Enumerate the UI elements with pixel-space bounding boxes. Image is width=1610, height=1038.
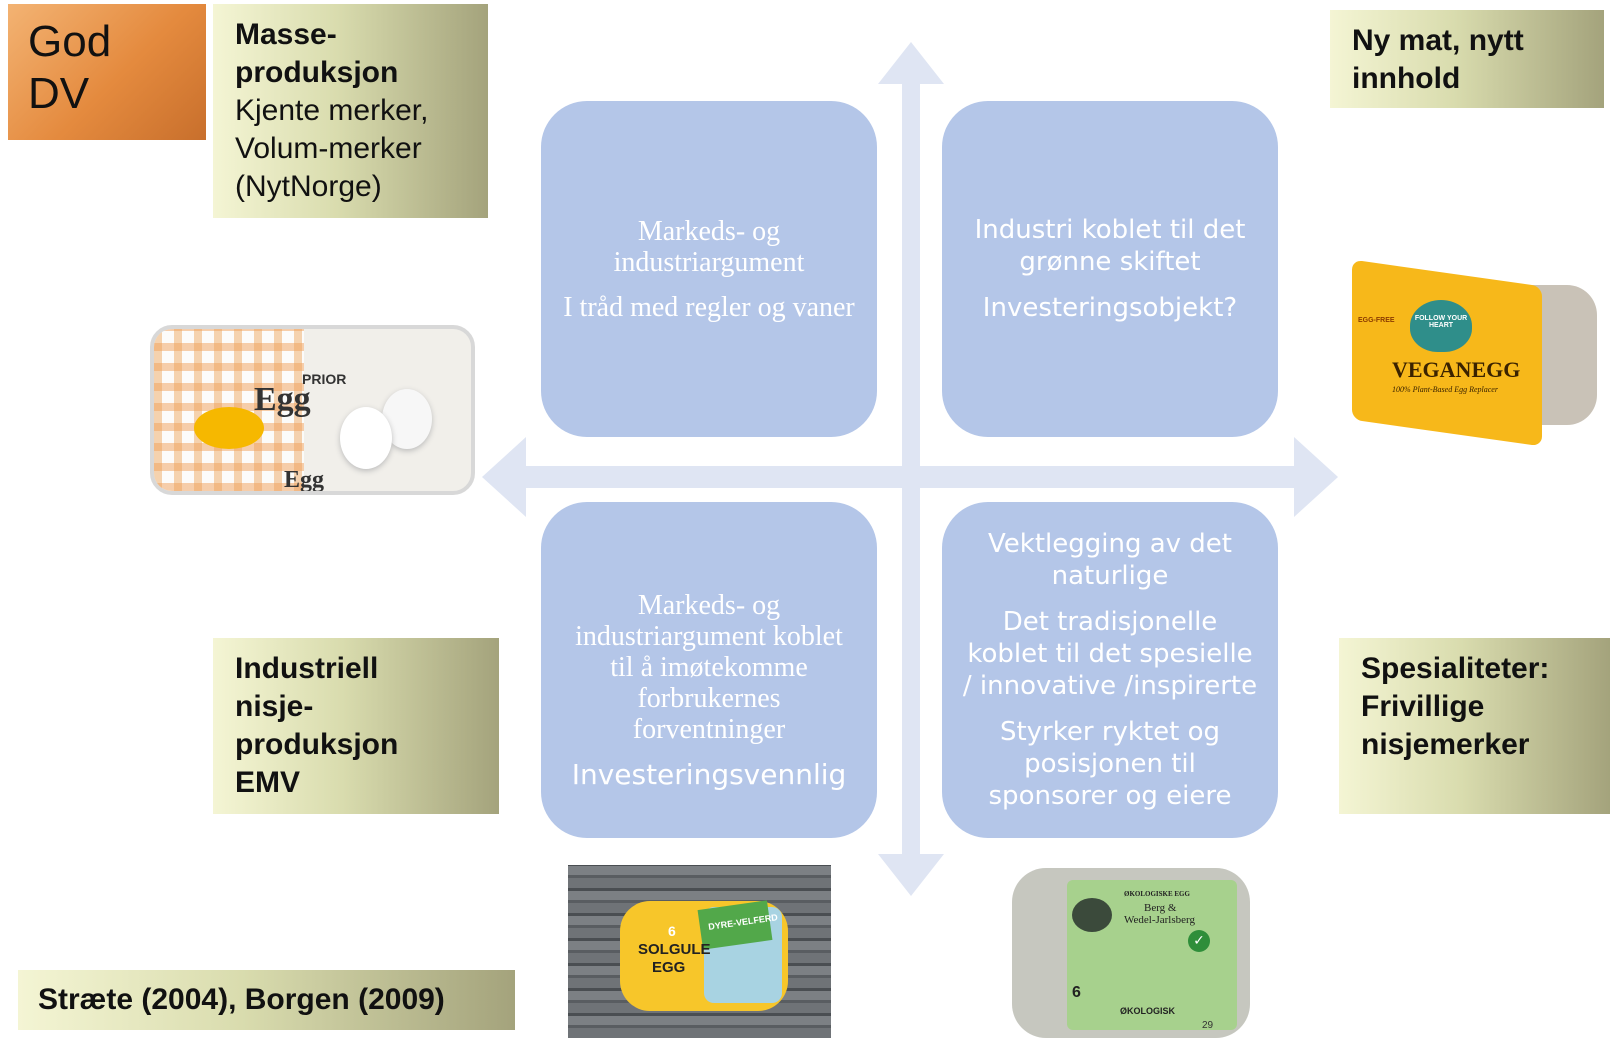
- axis-arrows: [482, 42, 1338, 896]
- prior-egg-name-bottom: Egg: [284, 467, 325, 493]
- new-food-label: Ny mat, nytt innhold: [1330, 10, 1604, 108]
- veganegg-carton-image: FOLLOW YOUR HEART EGG-FREE VEGANEGG 100%…: [1352, 255, 1597, 447]
- label-line: nisjemerker: [1361, 728, 1530, 761]
- organic-farm-1: Berg &: [1144, 902, 1177, 914]
- label-line: produksjon: [235, 728, 399, 761]
- label-line: Volum-merker: [235, 132, 422, 165]
- badge-line-1: God: [28, 17, 112, 66]
- specialties-label: Spesialiteter: Frivillige nisjemerker: [1339, 638, 1610, 814]
- solgule-count: 6: [668, 923, 676, 939]
- quadrant-text: Markeds- og industriargument: [613, 215, 805, 278]
- badge-line-2: DV: [28, 69, 90, 118]
- label-line: Spesialiteter:: [1361, 652, 1550, 685]
- label-line: nisje-: [235, 690, 314, 723]
- prior-egg-name: Egg: [254, 381, 311, 418]
- quadrant-text: Det tradisjonelle koblet til det spesiel…: [962, 607, 1258, 701]
- vegan-sub: 100% Plant-Based Egg Replacer: [1392, 385, 1498, 394]
- prior-egg-carton-image: PRIOR Egg Egg: [150, 325, 475, 495]
- organic-count: 6: [1072, 984, 1081, 1001]
- checkmark-icon: ✓: [1188, 930, 1210, 952]
- label-line: produksjon: [235, 56, 399, 89]
- label-line: Ny mat, nytt: [1352, 24, 1524, 57]
- label-line: Kjente merker,: [235, 94, 429, 127]
- label-line: (NytNorge): [235, 170, 382, 203]
- quadrant-text: Styrker ryktet og posisjonen til sponsor…: [988, 717, 1232, 811]
- industrial-niche-label: Industriell nisje- produksjon EMV: [213, 638, 499, 814]
- arrow-left-head: [482, 437, 526, 517]
- god-dv-badge: God DV: [8, 4, 206, 140]
- quadrant-text: I tråd med regler og vaner: [563, 291, 855, 323]
- organic-header: ØKOLOGISKE EGG: [1124, 890, 1190, 898]
- organic-farm-2: Wedel-Jarlsberg: [1124, 914, 1195, 926]
- arrow-down-head: [878, 854, 944, 896]
- prior-brand: PRIOR: [302, 371, 347, 387]
- solgule-name-2: EGG: [652, 959, 686, 976]
- horizontal-axis: [522, 466, 1298, 488]
- mass-production-label: Masse- produksjon Kjente merker, Volum-m…: [213, 4, 488, 218]
- citation-label: Stræte (2004), Borgen (2009): [18, 970, 515, 1030]
- quadrant-text: Investeringsobjekt?: [982, 293, 1238, 323]
- vegan-name: VEGANEGG: [1392, 357, 1521, 382]
- quadrant-bottom-left: Markeds- og industriargument koblet til …: [541, 502, 877, 838]
- quadrant-top-right: Industri koblet til det grønne skiftet I…: [942, 101, 1278, 437]
- vegan-badge: FOLLOW YOUR HEART: [1414, 315, 1468, 329]
- quadrant-text: Investeringsvennlig: [571, 757, 847, 791]
- organic-footer: ØKOLOGISK: [1120, 1006, 1176, 1016]
- arrow-up-head: [878, 42, 944, 84]
- arrow-right-head: [1294, 437, 1338, 517]
- label-line: Frivillige: [1361, 690, 1485, 723]
- label-line: innhold: [1352, 62, 1461, 95]
- label-line: Masse-: [235, 18, 337, 51]
- quadrant-text: Vektlegging av det naturlige: [988, 529, 1232, 591]
- quadrant-top-left: Markeds- og industriargument I tråd med …: [541, 101, 877, 437]
- label-line: EMV: [235, 766, 301, 799]
- organic-size: 29: [1202, 1020, 1214, 1031]
- quadrant-text: Markeds- og industriargument koblet til …: [575, 589, 843, 745]
- citation-text: Stræte (2004), Borgen (2009): [38, 983, 445, 1016]
- organic-egg-carton-image: ØKOLOGISKE EGG Berg & Wedel-Jarlsberg 6 …: [1012, 868, 1250, 1038]
- vegan-tag: EGG-FREE: [1358, 317, 1395, 324]
- quadrant-bottom-right: Vektlegging av det naturlige Det tradisj…: [942, 502, 1278, 838]
- quadrant-text: Industri koblet til det grønne skiftet: [974, 215, 1246, 277]
- label-line: Industriell: [235, 652, 379, 685]
- solgule-egg-photo: 6 SOLGULE EGG DYRE-VELFERD: [568, 865, 831, 1038]
- solgule-name-1: SOLGULE: [638, 941, 711, 958]
